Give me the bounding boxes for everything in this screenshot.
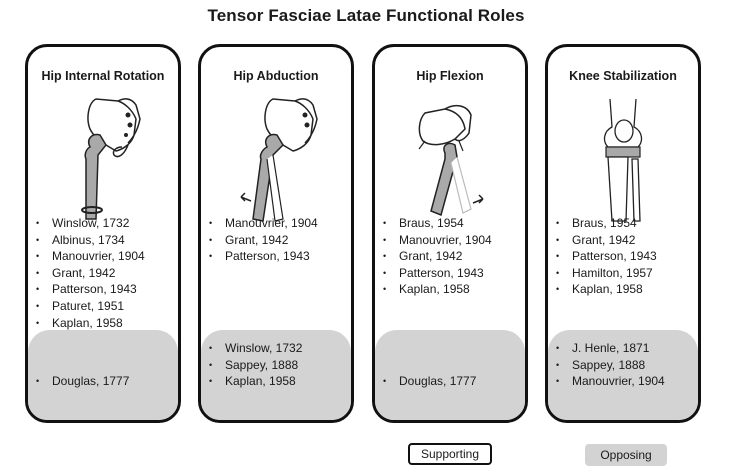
list-item: Grant, 1942 [201, 232, 318, 249]
list-item: Manouvrier, 1904 [375, 232, 492, 249]
list-item: Sappey, 1888 [548, 357, 665, 374]
panel-hip-abduction: Hip Abduction Manouvrier, 1904 Grant, 19… [198, 44, 354, 423]
list-item: Kaplan, 1958 [201, 373, 302, 390]
opposing-area: Douglas, 1777 [28, 330, 178, 420]
pelvis-femur-flexion-icon [418, 104, 484, 217]
opposing-list: Douglas, 1777 [375, 373, 476, 390]
list-item: Patterson, 1943 [375, 265, 492, 282]
list-item: Kaplan, 1958 [548, 281, 657, 298]
list-item: Patterson, 1943 [548, 248, 657, 265]
supporting-list: Manouvrier, 1904 Grant, 1942 Patterson, … [201, 215, 318, 265]
pelvis-femur-abduction-icon [240, 98, 318, 222]
list-item: Douglas, 1777 [375, 373, 476, 390]
opposing-list: Winslow, 1732 Sappey, 1888 Kaplan, 1958 [201, 340, 302, 390]
list-item: Grant, 1942 [375, 248, 492, 265]
list-item: Albinus, 1734 [28, 232, 145, 249]
supporting-list: Braus, 1954 Grant, 1942 Patterson, 1943 … [548, 215, 657, 298]
panel-title: Hip Internal Rotation [41, 69, 165, 83]
list-item: J. Henle, 1871 [548, 340, 665, 357]
panel-title: Hip Abduction [233, 69, 319, 83]
legend-opposing: Opposing [585, 444, 667, 466]
opposing-area: Winslow, 1732 Sappey, 1888 Kaplan, 1958 [201, 330, 351, 420]
list-item: Manouvrier, 1904 [201, 215, 318, 232]
list-item: Douglas, 1777 [28, 373, 129, 390]
pelvis-femur-internal-rotation-icon [81, 98, 141, 220]
knee-joint-icon [603, 98, 643, 222]
list-item: Winslow, 1732 [201, 340, 302, 357]
list-item: Braus, 1954 [375, 215, 492, 232]
list-item: Paturet, 1951 [28, 298, 145, 315]
list-item: Grant, 1942 [28, 265, 145, 282]
panel-hip-flexion: Hip Flexion Braus, 1954 Manouvrier, 1904… [372, 44, 528, 423]
list-item: Sappey, 1888 [201, 357, 302, 374]
list-item: Winslow, 1732 [28, 215, 145, 232]
supporting-list: Winslow, 1732 Albinus, 1734 Manouvrier, … [28, 215, 145, 331]
list-item: Manouvrier, 1904 [548, 373, 665, 390]
opposing-area: Douglas, 1777 [375, 330, 525, 420]
opposing-list: J. Henle, 1871 Sappey, 1888 Manouvrier, … [548, 340, 665, 390]
list-item: Kaplan, 1958 [375, 281, 492, 298]
panel-title: Hip Flexion [416, 69, 484, 83]
list-item: Patterson, 1943 [201, 248, 318, 265]
opposing-list: Douglas, 1777 [28, 373, 129, 390]
list-item: Manouvrier, 1904 [28, 248, 145, 265]
diagram-title: Tensor Fasciae Latae Functional Roles [207, 6, 525, 25]
list-item: Patterson, 1943 [28, 281, 145, 298]
list-item: Braus, 1954 [548, 215, 657, 232]
list-item: Kaplan, 1958 [28, 315, 145, 332]
panel-knee-stabilization: Knee Stabilization Braus, 1954 Grant, 19… [545, 44, 701, 423]
legend-supporting: Supporting [408, 443, 492, 465]
panel-hip-internal-rotation: Hip Internal Rotation Winslow, 1732 Albi… [25, 44, 181, 423]
list-item: Grant, 1942 [548, 232, 657, 249]
supporting-list: Braus, 1954 Manouvrier, 1904 Grant, 1942… [375, 215, 492, 298]
panel-title: Knee Stabilization [569, 69, 677, 83]
list-item: Hamilton, 1957 [548, 265, 657, 282]
opposing-area: J. Henle, 1871 Sappey, 1888 Manouvrier, … [548, 330, 698, 420]
